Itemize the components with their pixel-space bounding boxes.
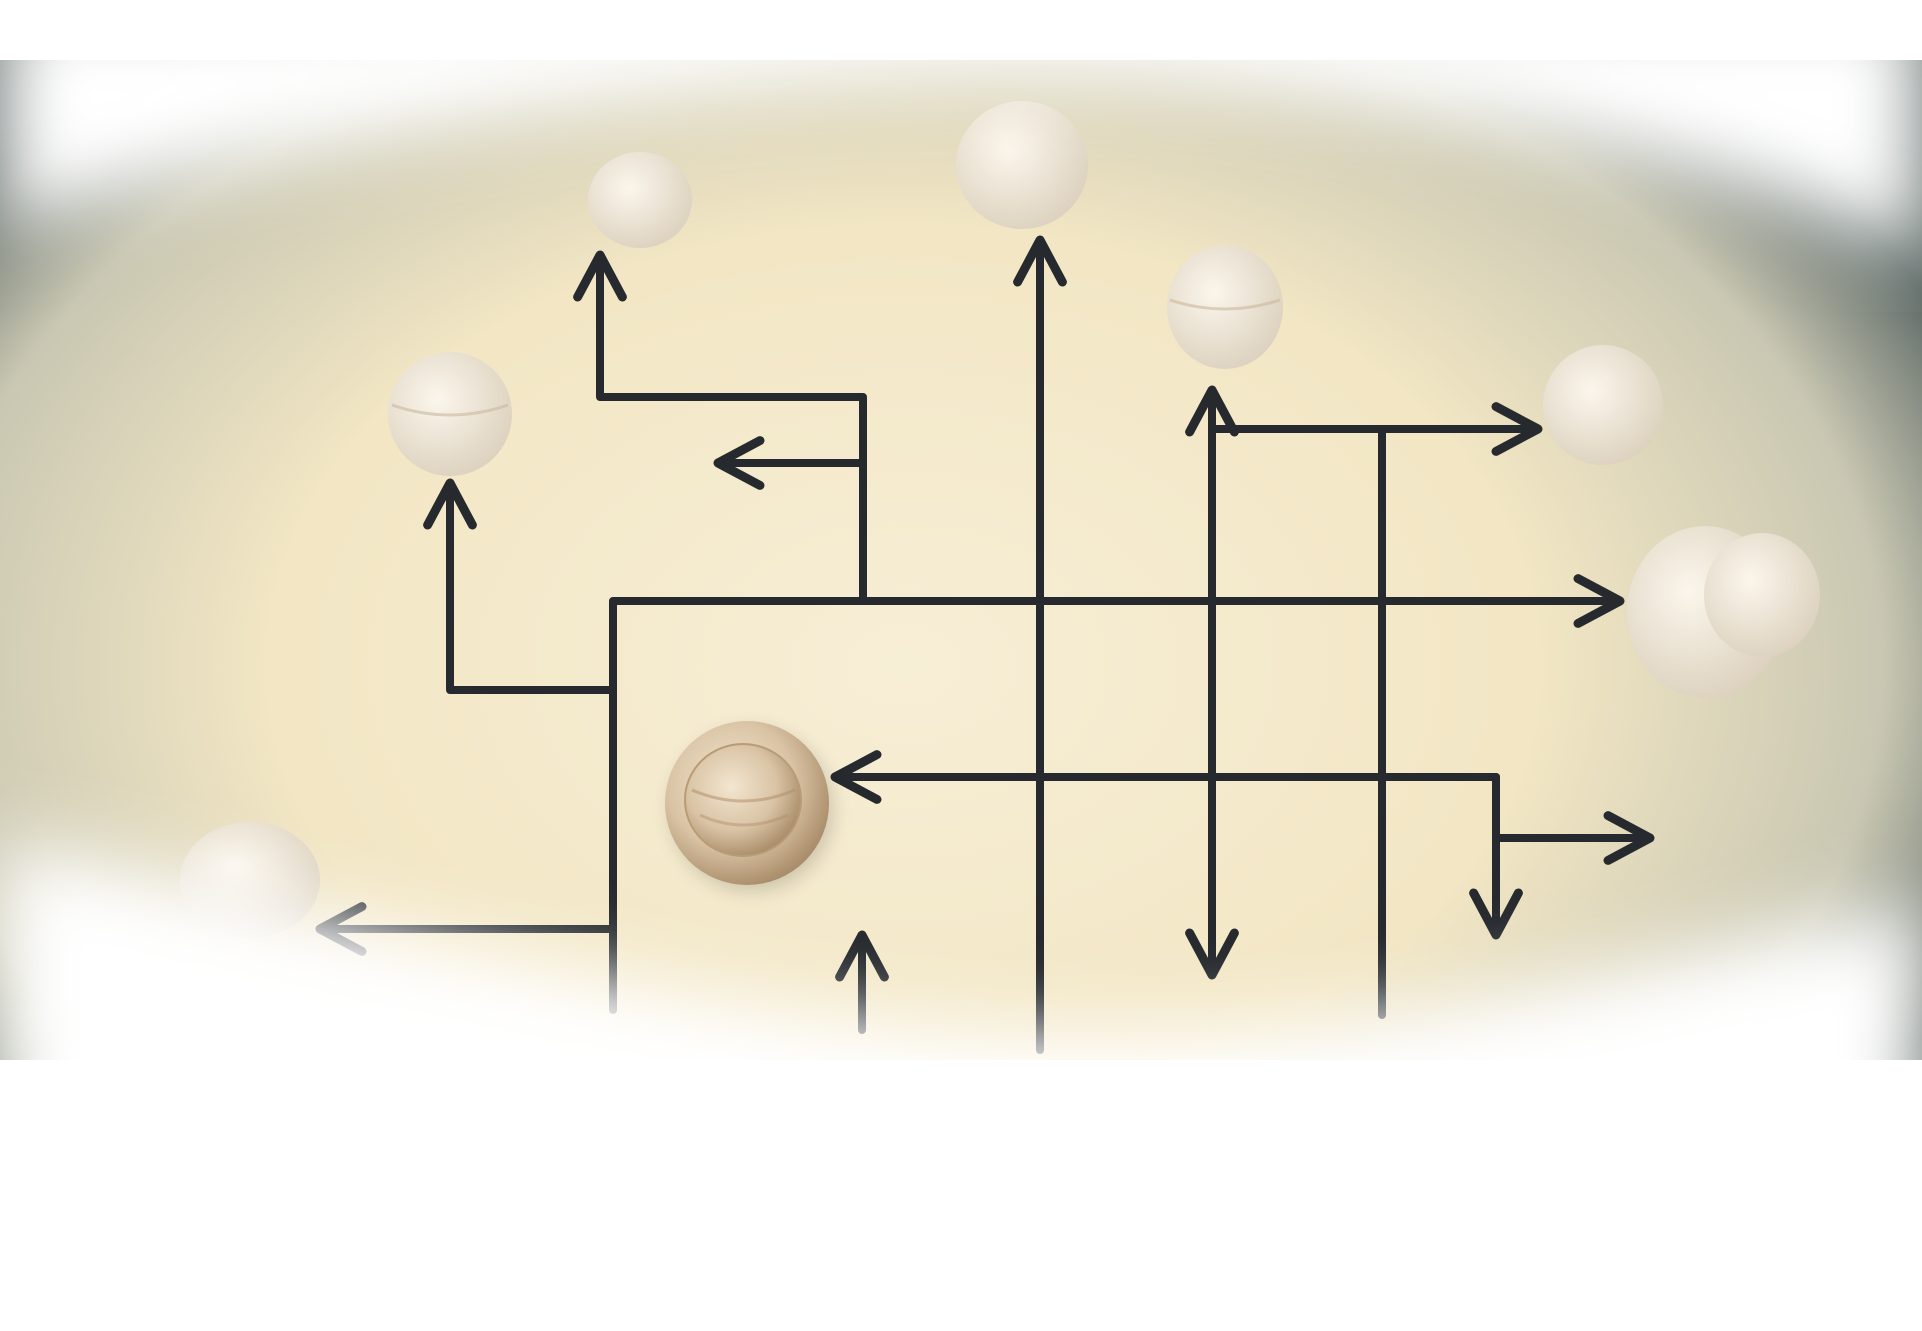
pawn-far-right xyxy=(1627,526,1820,698)
pawn-left xyxy=(388,352,512,476)
pawn-top-center xyxy=(956,101,1088,229)
pawn-center xyxy=(665,721,832,890)
wooden-pawns xyxy=(180,101,1820,938)
pawn-right xyxy=(1543,345,1663,465)
drawn-lines xyxy=(315,235,1655,1054)
pawn-upper-right xyxy=(1167,245,1283,369)
pawn-top-left xyxy=(588,152,692,248)
